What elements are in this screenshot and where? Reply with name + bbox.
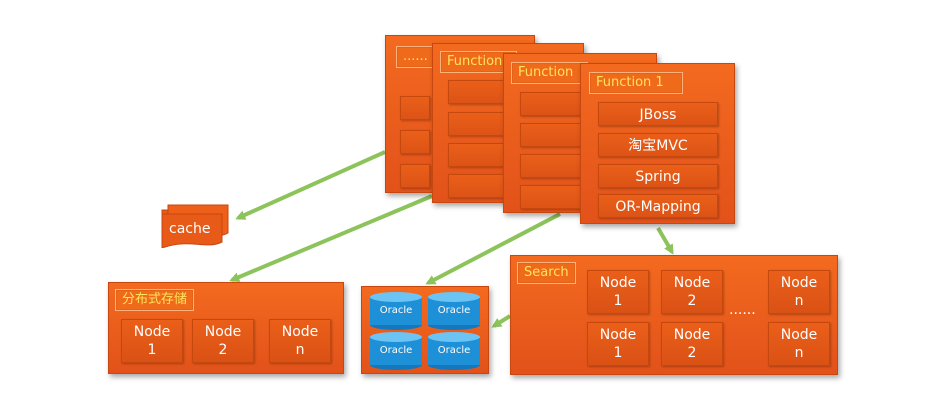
arrow-to-cache (235, 150, 386, 220)
storage-title: 分布式存储 (115, 289, 195, 311)
search-ellipsis: ...... (729, 302, 756, 318)
oracle-db-icon: Oracle (368, 331, 424, 371)
oracle-db-icon: Oracle (426, 291, 482, 331)
oracle-db-icon: Oracle (368, 291, 424, 331)
function-item-jboss: JBoss (598, 102, 718, 126)
oracle-cluster-panel: Oracle Oracle Oracle Oracle (361, 286, 489, 374)
arrow-to-search (656, 226, 674, 255)
function-item (400, 96, 430, 120)
oracle-label: Oracle (379, 345, 413, 356)
cache-icon (161, 204, 229, 248)
oracle-label: Oracle (379, 305, 413, 316)
arrow-search-to-oracle (491, 314, 512, 328)
search-title: Search (517, 262, 576, 284)
function-item-or-mapping: OR-Mapping (598, 194, 718, 218)
oracle-label: Oracle (437, 345, 471, 356)
function-title: Function 1 (589, 72, 683, 94)
function-title: ...... (396, 46, 434, 68)
function-item-spring: Spring (598, 164, 718, 188)
oracle-label: Oracle (437, 305, 471, 316)
oracle-db-icon: Oracle (426, 331, 482, 371)
arrow-to-storage (229, 194, 433, 282)
cache-label: cache (169, 221, 211, 237)
function-item (400, 130, 430, 154)
function-item (400, 164, 430, 188)
function-item-mvc: 淘宝MVC (598, 133, 718, 157)
arrow-to-oracle (425, 212, 561, 285)
function-title: Function (511, 62, 588, 84)
function-panel-front: Function 1 JBoss 淘宝MVC Spring OR-Mapping (580, 63, 735, 224)
